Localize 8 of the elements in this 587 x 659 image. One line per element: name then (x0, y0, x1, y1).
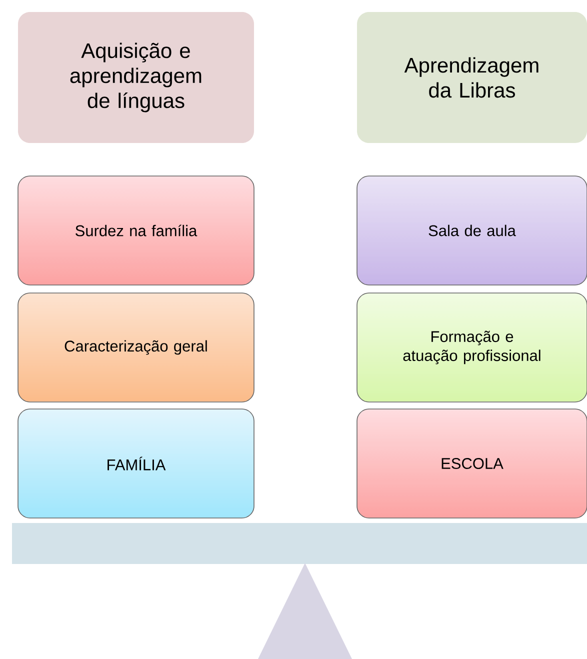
heading-box: Aquisição e aprendizagem de línguas (18, 12, 254, 143)
item-box: Sala de aula (356, 176, 587, 286)
item-box: FAMÍLIA (18, 408, 254, 518)
item-box: ESCOLA (356, 408, 587, 518)
item-box: Surdez na família (18, 176, 254, 286)
item-box: Caracterização geral (18, 292, 254, 402)
item-box: Formação e atuação profissional (356, 292, 587, 402)
heading-box: Aprendizagem da Libras (357, 12, 587, 143)
